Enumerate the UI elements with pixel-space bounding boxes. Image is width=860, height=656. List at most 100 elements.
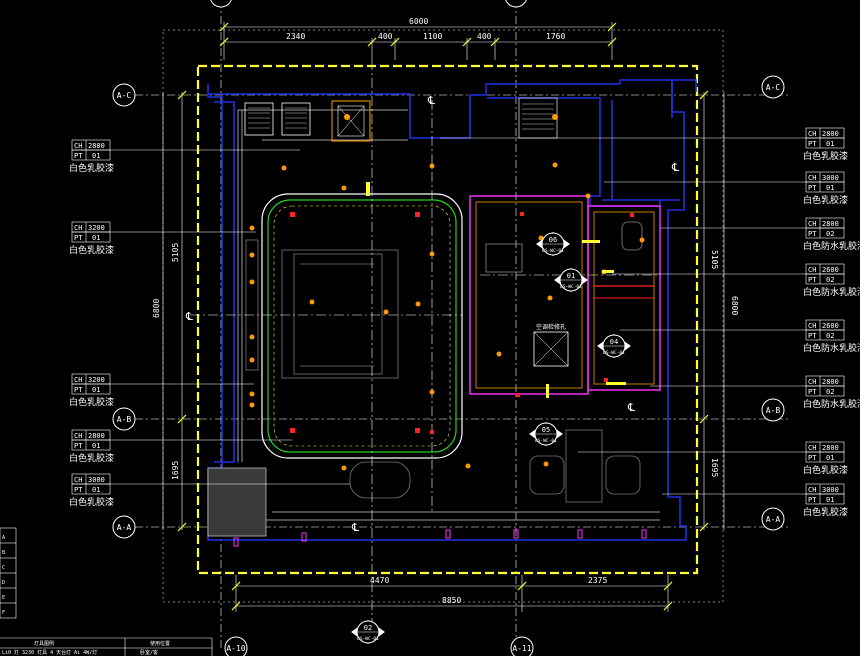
room-note-ac-access: 空调检修孔 bbox=[536, 323, 566, 331]
linear-light bbox=[582, 240, 600, 243]
axis-bubble bbox=[761, 75, 785, 99]
legend-table-fragment bbox=[0, 527, 213, 656]
spotlight bbox=[249, 252, 255, 258]
tag-paint-code: 01 bbox=[92, 442, 100, 450]
tag-finish: 白色防水乳胶漆 bbox=[803, 240, 860, 252]
tag-finish: 白色乳胶漆 bbox=[69, 396, 114, 408]
detail-ref: DS-WC-01 bbox=[560, 284, 582, 290]
dim-top-total: 6000 bbox=[409, 17, 428, 26]
tag-paint-code: 02 bbox=[826, 230, 834, 238]
dim-top-seg-4: 400 bbox=[477, 32, 492, 41]
tag-pt: PT bbox=[808, 454, 817, 462]
dim-right-2: 6800 bbox=[730, 296, 739, 315]
axis-bubble bbox=[112, 407, 136, 431]
cl-mark-right: ℄ bbox=[671, 161, 679, 174]
detail-num: 04 bbox=[610, 338, 618, 346]
tag-finish: 白色乳胶漆 bbox=[803, 194, 848, 206]
tag-ceiling-height: 2800 bbox=[822, 378, 839, 386]
axis-bubble bbox=[224, 636, 248, 656]
axis-label-left-2: A-B bbox=[117, 415, 132, 424]
downlight bbox=[520, 212, 524, 216]
spotlight bbox=[552, 162, 558, 168]
axis-bubble bbox=[761, 507, 785, 531]
tag-ch: CH bbox=[74, 432, 82, 440]
downlight bbox=[415, 212, 420, 217]
legend-row-a: A bbox=[2, 535, 5, 541]
tag-paint-code: 01 bbox=[92, 486, 100, 494]
linear-light bbox=[366, 182, 370, 196]
tag-paint-code: 01 bbox=[826, 496, 834, 504]
tag-pt: PT bbox=[74, 152, 83, 160]
detail-ref: DS-WC-01 bbox=[535, 438, 557, 444]
downlight bbox=[290, 212, 295, 217]
spotlight bbox=[249, 334, 255, 340]
tag-ceiling-height: 3200 bbox=[88, 376, 105, 384]
tag-ceiling-height: 3000 bbox=[822, 174, 839, 182]
axis-label-bottom-1: A-10 bbox=[226, 644, 245, 653]
spotlight bbox=[538, 235, 544, 241]
tag-paint-code: 01 bbox=[92, 234, 100, 242]
dim-left-1: 5105 bbox=[171, 243, 180, 262]
tag-ch: CH bbox=[74, 224, 82, 232]
spotlight bbox=[429, 163, 435, 169]
ceiling-cove bbox=[261, 193, 463, 459]
tag-ceiling-height: 3000 bbox=[822, 486, 839, 494]
legend-row-1: Li0 灯 3230 灯具 4 天台灯 Ai 4W/灯 bbox=[2, 649, 97, 656]
spotlight bbox=[547, 295, 553, 301]
spotlight bbox=[465, 463, 471, 469]
downlight bbox=[604, 378, 608, 382]
tag-paint-code: 02 bbox=[826, 388, 834, 396]
spotlight bbox=[249, 225, 255, 231]
tag-pt: PT bbox=[808, 276, 817, 284]
tag-finish: 白色防水乳胶漆 bbox=[803, 342, 860, 354]
legend-row-b: B bbox=[2, 550, 5, 556]
detail-ref: DS-WC-01 bbox=[603, 350, 625, 356]
axis-label-left-3: A-A bbox=[117, 523, 132, 532]
tag-paint-code: 01 bbox=[826, 140, 834, 148]
tag-ceiling-height: 2800 bbox=[88, 142, 105, 150]
bottom-dimension-labels: 4470 2375 8850 bbox=[370, 576, 607, 605]
downlight bbox=[430, 430, 434, 434]
dim-left-3: 1695 bbox=[171, 461, 180, 480]
detail-num: 05 bbox=[542, 426, 550, 434]
vent-grilles-top-left bbox=[244, 100, 371, 142]
tag-paint-code: 02 bbox=[826, 332, 834, 340]
tag-pt: PT bbox=[808, 230, 817, 238]
tag-ceiling-height: 3200 bbox=[88, 224, 105, 232]
dim-top-seg-1: 2340 bbox=[286, 32, 305, 41]
downlight bbox=[630, 213, 634, 217]
tag-ch: CH bbox=[808, 378, 816, 386]
top-dimensions bbox=[219, 22, 617, 60]
dim-top-seg-2: 400 bbox=[378, 32, 393, 41]
downlight bbox=[290, 428, 295, 433]
cl-mark-left: ℄ bbox=[185, 310, 193, 323]
axis-bubbles-left: A-C A-B A-A bbox=[112, 83, 136, 539]
tag-paint-code: 01 bbox=[826, 184, 834, 192]
tag-pt: PT bbox=[74, 234, 83, 242]
cl-mark-bath: ℄ bbox=[627, 401, 635, 414]
tag-ch: CH bbox=[808, 220, 816, 228]
tag-finish: 白色防水乳胶漆 bbox=[803, 286, 860, 298]
spotlight bbox=[429, 389, 435, 395]
detail-ref: DS-WC-01 bbox=[542, 248, 564, 254]
spotlight bbox=[249, 357, 255, 363]
light-fixtures bbox=[249, 114, 645, 471]
linear-light bbox=[546, 384, 549, 398]
detail-num: 02 bbox=[364, 624, 372, 632]
tag-ch: CH bbox=[808, 266, 816, 274]
spotlight bbox=[639, 237, 645, 243]
spotlight bbox=[249, 279, 255, 285]
dim-right-3: 1695 bbox=[710, 458, 719, 477]
axis-bubble bbox=[112, 515, 136, 539]
